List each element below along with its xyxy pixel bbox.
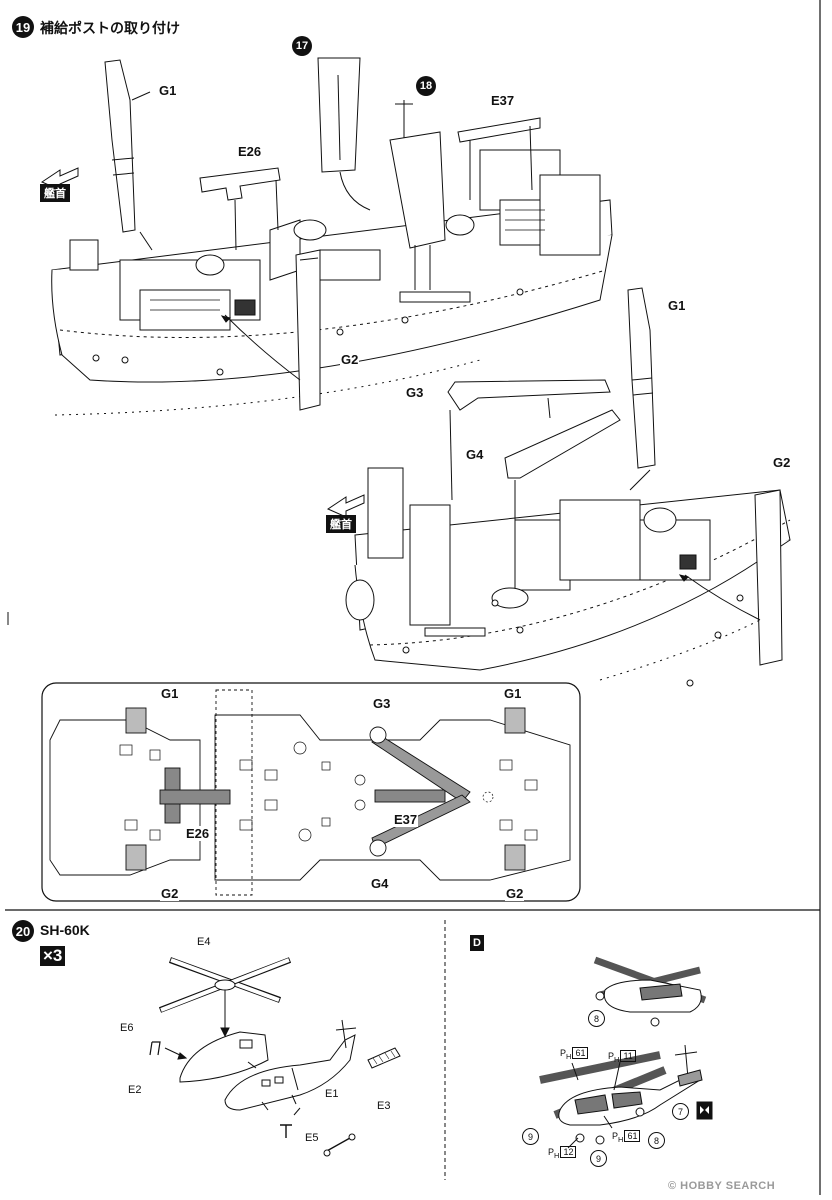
- plan-view-drawing: [49, 689, 571, 896]
- part-label-e26-upper: E26: [237, 144, 263, 159]
- plan-label-g1-right: G1: [503, 686, 523, 701]
- plan-label-e26: E26: [185, 826, 211, 841]
- helicopter-exploded: [149, 957, 401, 1157]
- part-label-g2-upper: G2: [340, 352, 360, 367]
- part-label-g4-lower: G4: [465, 447, 485, 462]
- paint-marker-d: D: [470, 935, 484, 951]
- lower-ship-hull: [345, 467, 791, 687]
- part-label-g1-lower: G1: [667, 298, 687, 313]
- part-label-e37-upper: E37: [490, 93, 516, 108]
- part-label-e3: E3: [377, 1100, 391, 1112]
- decal-9-bottom: 9: [590, 1150, 607, 1167]
- bow-label-upper: 艦首: [40, 184, 70, 202]
- part-label-e2: E2: [128, 1084, 142, 1096]
- step-20-badge: 20: [12, 920, 34, 942]
- plan-label-g4: G4: [370, 876, 390, 891]
- plan-label-g2-right: G2: [505, 886, 525, 901]
- callout-18: 18: [416, 76, 436, 96]
- watermark: © HOBBY SEARCH: [668, 1180, 776, 1192]
- part-label-g1-upper: G1: [158, 83, 178, 98]
- part-label-g3-lower: G3: [405, 385, 425, 400]
- callout-17: 17: [292, 36, 312, 56]
- decal-8-top: 8: [588, 1010, 605, 1027]
- part-label-g2-lower: G2: [772, 455, 792, 470]
- step-20-title: SH-60K: [40, 922, 90, 938]
- helicopter-painted: [539, 956, 707, 1149]
- decal-7: 7: [672, 1103, 689, 1120]
- plan-label-g3: G3: [372, 696, 392, 711]
- part-label-e1: E1: [325, 1088, 339, 1100]
- part-label-e4: E4: [197, 936, 211, 948]
- plan-label-g2-left: G2: [160, 886, 180, 901]
- upper-ship-hull: [51, 149, 613, 416]
- decal-9-left: 9: [522, 1128, 539, 1145]
- step-19-title: 補給ポストの取り付け: [40, 21, 180, 37]
- quantity-multiplier: ×3: [40, 946, 66, 966]
- plan-label-e37: E37: [393, 812, 419, 827]
- part-label-e6: E6: [120, 1022, 134, 1034]
- part-label-e5: E5: [305, 1132, 319, 1144]
- decal-8-bottom: 8: [648, 1132, 665, 1149]
- bow-label-lower: 艦首: [326, 515, 356, 533]
- step-19-badge: 19: [12, 16, 34, 38]
- plan-label-g1-left: G1: [160, 686, 180, 701]
